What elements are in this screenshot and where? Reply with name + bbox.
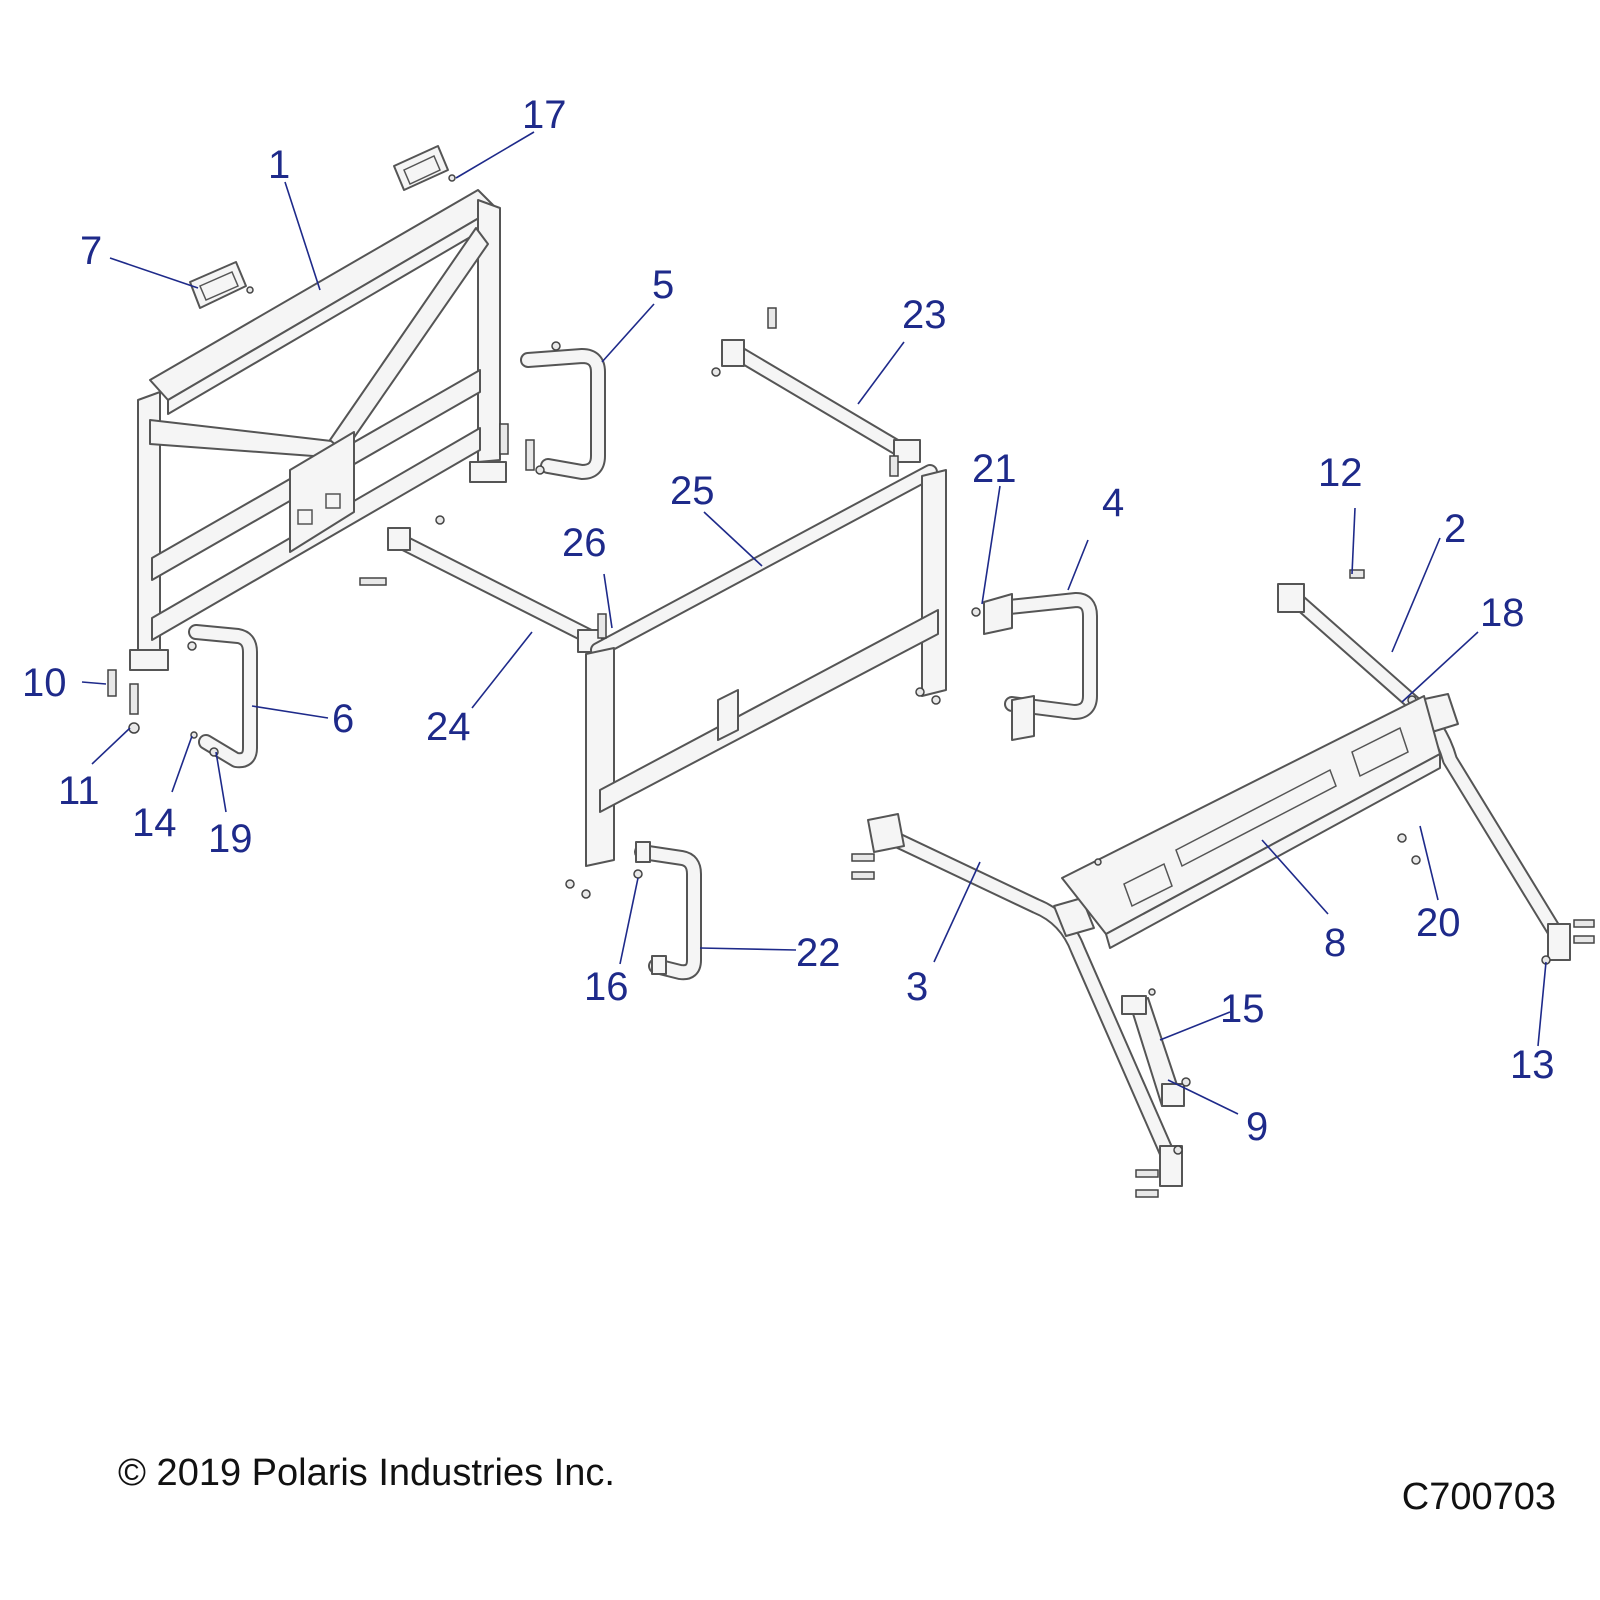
- callout-9: 9: [1246, 1105, 1268, 1149]
- callout-19: 19: [208, 817, 253, 861]
- callout-8: 8: [1324, 921, 1346, 965]
- diagram-code: C700703: [1401, 1476, 1556, 1518]
- roof-panel: [1061, 695, 1441, 949]
- callout-7: 7: [80, 229, 102, 273]
- upper-rear-cross-tube: [711, 307, 921, 463]
- roof-strut: [1121, 988, 1191, 1107]
- callout-labels: 1 2 3 4 5 6 7 8 9 10 11 12 13 14 15 16 1…: [22, 93, 1555, 1149]
- callout-22: 22: [796, 931, 841, 975]
- callout-25: 25: [670, 469, 715, 513]
- callout-1: 1: [268, 143, 290, 187]
- callout-14: 14: [132, 801, 177, 845]
- callout-26: 26: [562, 521, 607, 565]
- lower-middle-handle: [633, 841, 702, 981]
- callout-16: 16: [584, 965, 629, 1009]
- callout-24: 24: [426, 705, 471, 749]
- callout-4: 4: [1102, 481, 1124, 525]
- callout-13: 13: [1510, 1043, 1555, 1087]
- callout-15: 15: [1220, 987, 1265, 1031]
- grab-handle-right: [393, 145, 456, 191]
- left-roof-rail: [851, 813, 1183, 1198]
- callout-5: 5: [652, 263, 674, 307]
- callout-6: 6: [332, 697, 354, 741]
- callout-20: 20: [1416, 901, 1461, 945]
- copyright-notice: © 2019 Polaris Industries Inc.: [118, 1452, 615, 1494]
- side-handle: [971, 592, 1098, 741]
- callout-3: 3: [906, 965, 928, 1009]
- callout-10: 10: [22, 661, 67, 705]
- callout-2: 2: [1444, 507, 1466, 551]
- callout-12: 12: [1318, 451, 1363, 495]
- bed-frame-assembly: [565, 455, 947, 899]
- grab-handle-left: [189, 261, 254, 309]
- right-roof-rail: [1277, 569, 1595, 965]
- lower-left-handle: [187, 624, 258, 769]
- callout-23: 23: [902, 293, 947, 337]
- callout-17: 17: [522, 93, 567, 137]
- callout-18: 18: [1480, 591, 1525, 635]
- callout-21: 21: [972, 447, 1017, 491]
- leader-lines: [81, 131, 1547, 1115]
- callout-11: 11: [58, 769, 100, 813]
- rear-cab-frame: [107, 189, 535, 734]
- upper-rear-handle: [520, 341, 606, 480]
